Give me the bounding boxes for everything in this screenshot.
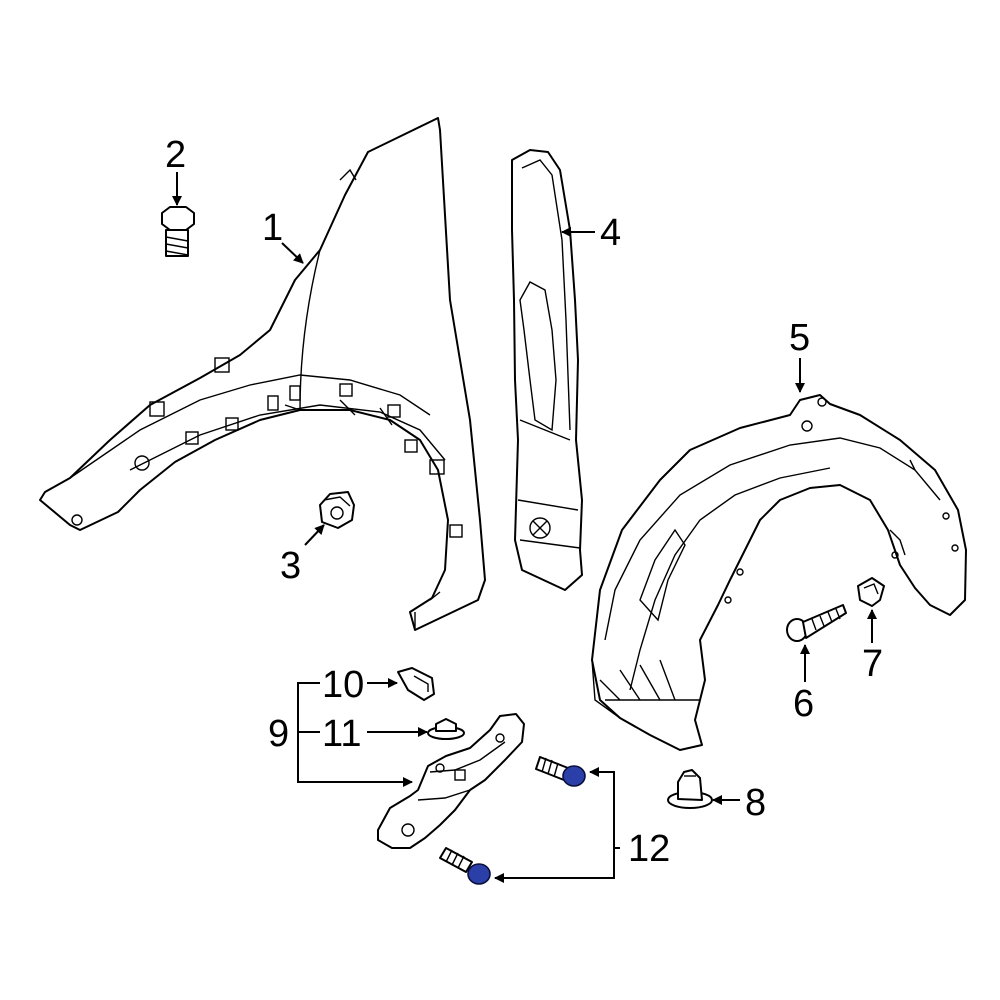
nut[interactable] bbox=[319, 491, 355, 529]
callout-7: 7 bbox=[862, 643, 883, 685]
bracket-assembly[interactable] bbox=[377, 713, 525, 849]
callout-5: 5 bbox=[789, 317, 810, 359]
liner-nut[interactable] bbox=[857, 577, 885, 607]
callout-3: 3 bbox=[280, 545, 301, 587]
leader-lines bbox=[172, 172, 877, 883]
liner-retainer[interactable] bbox=[667, 769, 713, 809]
bracket-bolt[interactable] bbox=[439, 756, 586, 885]
bracket-nut[interactable] bbox=[427, 718, 465, 740]
fender-liner[interactable] bbox=[591, 394, 967, 751]
bracket-bolt-upper[interactable] bbox=[535, 756, 586, 787]
callout-11: 11 bbox=[322, 713, 361, 755]
callout-6: 6 bbox=[793, 683, 814, 725]
callout-9: 9 bbox=[268, 713, 289, 755]
fender[interactable] bbox=[39, 117, 486, 631]
liner-screw[interactable] bbox=[786, 604, 847, 642]
callout-4: 4 bbox=[600, 212, 621, 254]
callout-2: 2 bbox=[165, 134, 186, 176]
bracket-bolt-lower[interactable] bbox=[439, 847, 491, 885]
bolt[interactable] bbox=[161, 206, 195, 257]
fender-insulator[interactable] bbox=[511, 149, 583, 591]
callout-10: 10 bbox=[322, 664, 364, 706]
callout-12: 12 bbox=[628, 828, 670, 870]
callout-1: 1 bbox=[262, 207, 283, 249]
callout-8: 8 bbox=[745, 782, 766, 824]
callouts: 1 2 3 4 5 6 7 8 9 10 11 12 bbox=[165, 134, 883, 870]
bracket-clip[interactable] bbox=[397, 667, 435, 701]
